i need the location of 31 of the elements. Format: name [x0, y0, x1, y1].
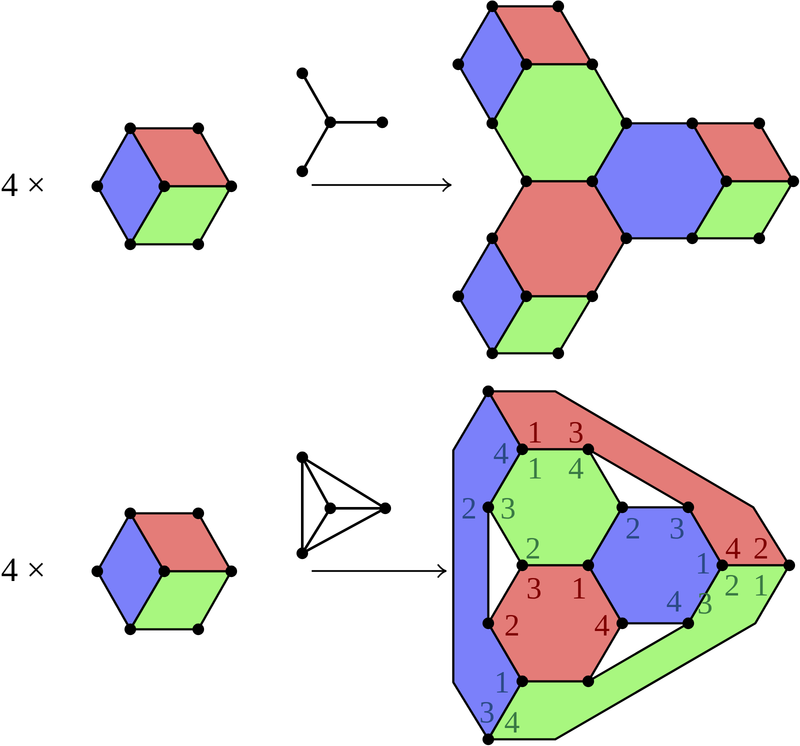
cube-drawing — [90, 506, 238, 636]
hexagon-tiling-drawing — [452, 0, 800, 360]
number-label: 4 — [504, 706, 520, 738]
number-label: 3 — [568, 416, 584, 448]
number-label: 4 — [725, 532, 741, 564]
number-label: 4 — [666, 586, 682, 616]
number-label: 2 — [504, 610, 520, 640]
number-label: 2 — [625, 512, 641, 544]
number-label: 4 — [493, 438, 509, 468]
multiplier-label: 4 × — [1, 554, 46, 588]
number-label: 1 — [571, 572, 587, 604]
number-label: 3 — [526, 572, 542, 604]
number-label: 2 — [724, 570, 740, 600]
number-label: 1 — [527, 416, 543, 448]
number-label: 2 — [461, 492, 477, 524]
star-graph-drawing — [296, 66, 388, 178]
number-label: 1 — [494, 666, 510, 698]
number-label: 1 — [527, 452, 543, 484]
multiplier-label: 4 × — [1, 169, 46, 203]
number-label: 1 — [695, 548, 711, 578]
number-label: 3 — [500, 492, 516, 524]
number-label: 3 — [697, 588, 713, 618]
number-label: 4 — [594, 610, 610, 640]
number-label: 3 — [479, 696, 495, 728]
number-label: 4 — [568, 452, 584, 484]
number-label: 2 — [525, 532, 541, 564]
number-label: 1 — [753, 570, 769, 600]
number-label: 3 — [669, 512, 685, 544]
number-label: 2 — [753, 532, 769, 564]
complete-graph-drawing — [296, 450, 392, 560]
cube-drawing — [90, 122, 238, 250]
